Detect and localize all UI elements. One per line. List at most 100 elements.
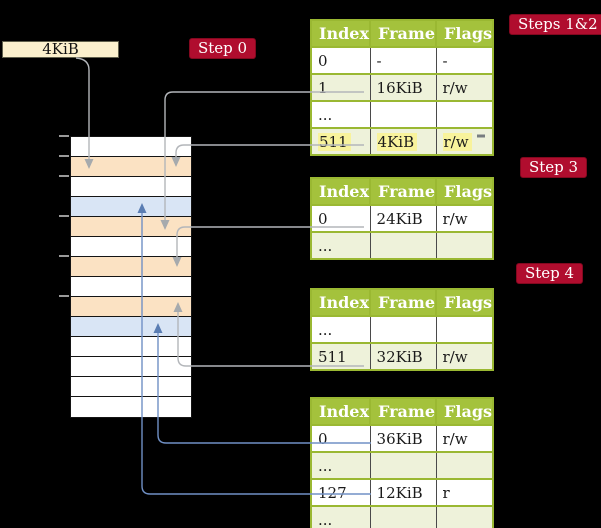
memory-tick <box>59 135 69 137</box>
table-cell: - <box>435 46 494 74</box>
cell-text: - <box>442 51 448 70</box>
memory-frame-row <box>71 157 191 177</box>
table-row: 1 16KiB r/w <box>309 73 494 101</box>
table-cell: ... <box>309 231 371 259</box>
table-row: 0 - - <box>309 46 494 74</box>
table-cell: ... <box>309 315 371 343</box>
memory-frame-row <box>71 197 191 217</box>
memory-frame-row <box>71 277 191 297</box>
column-header: Frame <box>369 177 438 206</box>
table-row: 127 12KiB r <box>309 478 494 506</box>
table-cell: 511 <box>309 127 371 155</box>
cell-text: r/w <box>442 209 468 228</box>
table-cell: 511 <box>309 342 371 370</box>
table-cell: r/w <box>435 424 494 452</box>
memory-tick <box>59 295 69 297</box>
table-cell: ... <box>309 451 371 479</box>
table-cell: r/w <box>435 127 494 155</box>
table-cell <box>369 100 437 128</box>
table-cell <box>435 315 494 343</box>
table-cell: - <box>369 46 437 74</box>
step-0-label: Step 0 <box>189 38 257 59</box>
cell-text: 4KiB <box>376 132 418 151</box>
memory-frame-row <box>71 257 191 277</box>
table-cell: 12KiB <box>369 478 437 506</box>
table-cell: ... <box>309 100 371 128</box>
table-cell: ... <box>309 505 371 528</box>
table-cell: 127 <box>309 478 371 506</box>
table-cell <box>369 315 437 343</box>
table-cell <box>369 451 437 479</box>
memory-tick <box>59 215 69 217</box>
cell-text: r <box>442 483 450 502</box>
cell-text: ... <box>318 236 333 255</box>
cell-text: 511 <box>318 347 347 366</box>
table-cell: 4KiB <box>369 127 437 155</box>
table-row: ... <box>309 451 494 479</box>
cell-text: 24KiB <box>376 209 423 228</box>
column-header: Frame <box>369 288 438 317</box>
table-cell: 32KiB <box>369 342 437 370</box>
cell-text: ... <box>318 456 333 475</box>
cell-text: 1 <box>318 78 328 97</box>
table-cell: 1 <box>309 73 371 101</box>
column-header: Index <box>309 397 372 426</box>
memory-tick <box>59 255 69 257</box>
cell-text: 0 <box>318 51 328 70</box>
table-cell: 0 <box>309 46 371 74</box>
cell-text: 32KiB <box>376 347 423 366</box>
column-header: Frame <box>369 397 438 426</box>
table-cell <box>435 100 494 128</box>
table-row: ... <box>309 505 494 528</box>
cell-text: 0 <box>318 209 328 228</box>
memory-tick <box>59 155 69 157</box>
table-cell: 24KiB <box>369 204 437 232</box>
cell-text: ... <box>318 320 333 339</box>
table-cell: 0 <box>309 204 371 232</box>
table-cell: 36KiB <box>369 424 437 452</box>
cell-text: 127 <box>318 483 347 502</box>
column-header: Index <box>309 177 372 206</box>
cell-text: - <box>376 51 382 70</box>
cell-text: 0 <box>318 429 328 448</box>
table-row: 511 32KiB r/w <box>309 342 494 370</box>
memory-frame-row <box>71 397 191 417</box>
memory-frame-row <box>71 337 191 357</box>
memory-frame-row <box>71 317 191 337</box>
table-cell: r/w <box>435 73 494 101</box>
memory-frame-row <box>71 237 191 257</box>
column-header: Flags <box>435 397 495 426</box>
memory-frame-row <box>71 177 191 197</box>
memory-frame-row <box>71 137 191 157</box>
table-row: ... <box>309 315 494 343</box>
step-4-label: Step 4 <box>516 263 584 284</box>
cell-text: r/w <box>442 78 468 97</box>
cell-text: r/w <box>442 347 468 366</box>
table-cell <box>369 505 437 528</box>
table-cell: r <box>435 478 494 506</box>
memory-frame-row <box>71 377 191 397</box>
table-cell <box>369 231 437 259</box>
column-header: Index <box>309 288 372 317</box>
table-cell <box>435 505 494 528</box>
table-cell: 0 <box>309 424 371 452</box>
table-row: ... <box>309 231 494 259</box>
cell-text: 12KiB <box>376 483 423 502</box>
frame-address-label: 4KiB <box>42 40 79 58</box>
column-header: Flags <box>435 19 495 48</box>
table-cell: 16KiB <box>369 73 437 101</box>
steps-1-2-label: Steps 1&2 <box>509 14 601 35</box>
table-row: 511 4KiB r/w <box>309 127 494 155</box>
column-header: Index <box>309 19 372 48</box>
step-3-label: Step 3 <box>520 157 588 178</box>
memory-frame-row <box>71 297 191 317</box>
